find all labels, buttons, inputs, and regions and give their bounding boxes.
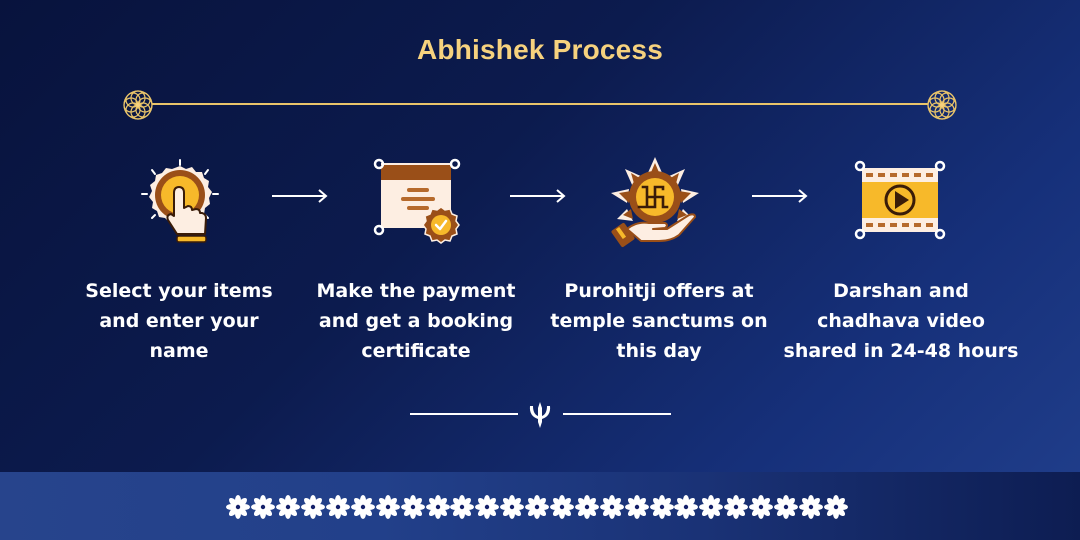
flower-icon bbox=[798, 494, 823, 520]
footer-flower-pattern bbox=[226, 494, 848, 520]
step-4-line-2: chadhava video bbox=[817, 310, 985, 332]
flower-icon bbox=[624, 494, 649, 520]
flower-icon bbox=[724, 494, 749, 520]
step-4-line-1: Darshan and bbox=[833, 280, 969, 302]
arrow-right-icon bbox=[272, 189, 328, 203]
flower-icon bbox=[599, 494, 624, 520]
arrow-right-icon bbox=[510, 189, 566, 203]
step-3-line-1: Purohitji offers at bbox=[564, 280, 754, 302]
flower-icon bbox=[749, 494, 774, 520]
step-3-description: Purohitji offers at temple sanctums on t… bbox=[539, 276, 779, 366]
flower-icon bbox=[326, 494, 351, 520]
flower-icon bbox=[301, 494, 326, 520]
arrow-right-icon bbox=[752, 189, 808, 203]
certificate-icon bbox=[373, 158, 461, 244]
step-2-line-2: and get a booking bbox=[318, 310, 514, 332]
swastika-offering-icon bbox=[611, 157, 699, 247]
flower-icon bbox=[500, 494, 525, 520]
flower-icon bbox=[350, 494, 375, 520]
mandala-icon bbox=[927, 90, 957, 120]
step-2-line-3: certificate bbox=[361, 340, 471, 362]
step-2-line-1: Make the payment bbox=[316, 280, 516, 302]
flower-icon bbox=[699, 494, 724, 520]
step-1-description: Select your items and enter your name bbox=[59, 276, 299, 366]
page-title: Abhishek Process bbox=[417, 34, 663, 65]
step-4-line-3: shared in 24-48 hours bbox=[783, 340, 1019, 362]
flower-icon bbox=[574, 494, 599, 520]
flower-icon bbox=[425, 494, 450, 520]
flower-icon bbox=[450, 494, 475, 520]
flower-icon bbox=[823, 494, 848, 520]
divider-line-right bbox=[563, 413, 671, 415]
flower-icon bbox=[276, 494, 301, 520]
flower-icon bbox=[774, 494, 799, 520]
flower-icon bbox=[550, 494, 575, 520]
flower-icon bbox=[475, 494, 500, 520]
video-play-icon bbox=[854, 160, 946, 240]
step-1-line-2: and enter your bbox=[99, 310, 259, 332]
flower-icon bbox=[674, 494, 699, 520]
step-3-line-3: this day bbox=[616, 340, 702, 362]
flower-icon bbox=[400, 494, 425, 520]
step-3-line-2: temple sanctums on bbox=[550, 310, 768, 332]
step-4-description: Darshan and chadhava video shared in 24-… bbox=[781, 276, 1021, 366]
process-panel: Abhishek Process bbox=[59, 34, 1021, 428]
divider-line-left bbox=[410, 413, 518, 415]
flower-icon bbox=[226, 494, 251, 520]
flower-icon bbox=[375, 494, 400, 520]
step-2-description: Make the payment and get a booking certi… bbox=[296, 276, 536, 366]
mandala-icon bbox=[123, 90, 153, 120]
step-1-line-1: Select your items bbox=[85, 280, 273, 302]
flower-icon bbox=[525, 494, 550, 520]
step-1-line-3: name bbox=[149, 340, 209, 362]
hand-tap-icon bbox=[141, 159, 219, 243]
trident-icon bbox=[529, 402, 551, 428]
title-divider bbox=[152, 103, 928, 105]
flower-icon bbox=[649, 494, 674, 520]
flower-icon bbox=[251, 494, 276, 520]
